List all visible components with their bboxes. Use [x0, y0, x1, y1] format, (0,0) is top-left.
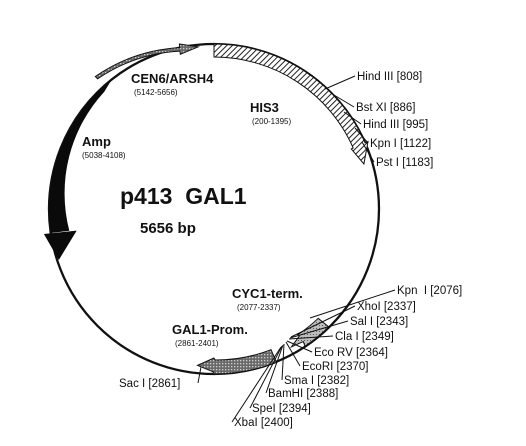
his3-label: HIS3 [250, 100, 279, 115]
site-pst1-1183: Pst I [1183] [376, 157, 433, 169]
leader-xhoi-2337 [290, 305, 356, 338]
leader-sma1-2382 [281, 343, 285, 381]
leader-hind3-995 [343, 111, 362, 125]
leader-kpn1-1122 [354, 127, 369, 144]
leader-bstxi-886 [333, 94, 355, 108]
leader-ecori-2370 [285, 341, 301, 367]
amp-range: (5038-4108) [82, 151, 126, 160]
gal1-prom-range: (2861-2401) [175, 339, 219, 348]
site-xhoi-2337: XhoI [2337] [357, 301, 416, 313]
cen6-arsh4-range: (5142-5656) [134, 88, 178, 97]
plasmid-name: p413 GAL1 [120, 183, 247, 209]
site-kpn1-1122: Kpn I [1122] [370, 138, 431, 150]
plasmid-size: 5656 bp [140, 220, 196, 237]
leader-pst1-1183 [361, 141, 375, 163]
site-ecori-2370: EcoRI [2370] [302, 361, 368, 373]
leader-xbai-2400 [231, 346, 282, 423]
cyc1-term-range: (2077-2337) [237, 303, 281, 312]
site-kpn1-2076: Kpn I [2076] [397, 285, 462, 297]
gal1-prom-label: GAL1-Prom. [172, 322, 248, 337]
his3-range: (200-1395) [252, 117, 291, 126]
site-bstxi-886: Bst XI [886] [356, 102, 415, 114]
cyc1-term-label: CYC1-term. [232, 286, 303, 301]
site-sma1-2382: Sma I [2382] [284, 375, 349, 387]
amp-label: Amp [82, 134, 111, 149]
site-hind3-995: Hind III [995] [363, 119, 428, 131]
site-ecorv-2364: Eco RV [2364] [314, 347, 388, 359]
site-cla1-2349: Cla I [2349] [335, 331, 394, 343]
leader-bamhi-2388 [265, 344, 284, 394]
leader-cla1-2349 [288, 335, 334, 340]
site-bamhi-2388: BamHI [2388] [268, 388, 338, 400]
site-sac1-2861: Sac I [2861] [119, 378, 180, 390]
gal1-prom-arrow [196, 349, 278, 375]
amp-arrow [49, 79, 112, 234]
cen6-arsh4-label: CEN6/ARSH4 [131, 71, 214, 86]
leader-hind3-808 [324, 75, 356, 90]
cen6-arsh4-arrow [94, 43, 201, 80]
site-hind3-808: Hind III [808] [357, 71, 422, 83]
amp-arrowhead [43, 230, 77, 260]
site-xbai-2400: XbaI [2400] [234, 417, 293, 429]
site-sal1-2343: Sal I [2343] [350, 316, 408, 328]
leader-spei-2394 [249, 345, 283, 409]
leader-sac1-2861 [197, 366, 202, 384]
leader-kpn1-2076 [309, 289, 396, 319]
leader-ecorv-2364 [286, 340, 313, 353]
his3-arrow [213, 43, 369, 166]
leader-sal1-2343 [289, 320, 349, 339]
site-spei-2394: SpeI [2394] [252, 403, 311, 415]
